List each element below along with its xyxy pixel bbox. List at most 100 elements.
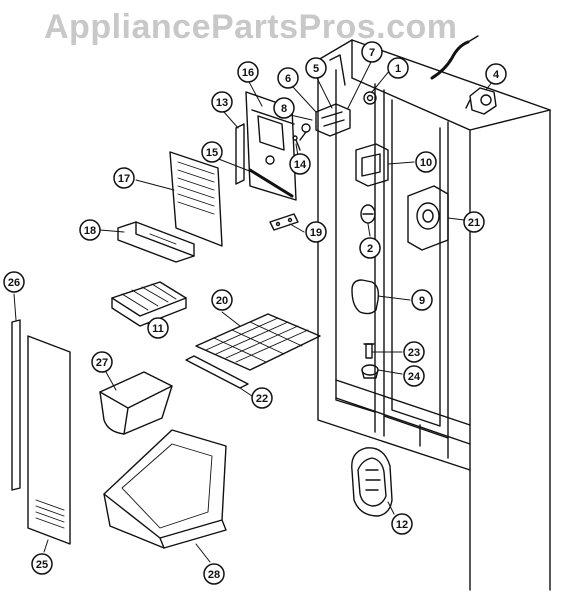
callout-number: 2 [367, 243, 373, 255]
callout-12: 12 [391, 513, 413, 535]
callout-circle [147, 317, 169, 339]
callout-15: 15 [201, 141, 223, 163]
callout-20: 20 [211, 289, 233, 311]
water-valve-part [465, 87, 497, 115]
callout-25: 25 [31, 553, 53, 575]
callout-22: 22 [251, 387, 273, 409]
callout-circle [203, 563, 225, 585]
callout-number: 7 [369, 47, 375, 59]
vertical-strip-part [11, 319, 21, 491]
callout-14: 14 [289, 153, 311, 175]
callout-24: 24 [403, 365, 425, 387]
callout-number: 6 [285, 73, 291, 85]
water-tube-part [430, 35, 479, 80]
callout-circle [305, 57, 327, 79]
fan-housing-part [351, 447, 393, 517]
callout-number: 26 [8, 277, 20, 289]
grommet-part [363, 91, 377, 105]
callout-number: 20 [216, 295, 228, 307]
callout-11: 11 [147, 317, 169, 339]
rod-part [248, 168, 294, 198]
thin-bracket-part [235, 123, 245, 185]
leader-lines [13, 59, 493, 563]
callout-circle [273, 97, 295, 119]
callout-circle [403, 365, 425, 387]
callout-number: 21 [468, 217, 480, 229]
callout-circle [403, 341, 425, 363]
callout-circle [201, 141, 223, 163]
callout-number: 28 [208, 569, 220, 581]
callout-number: 25 [36, 559, 48, 571]
callout-number: 22 [256, 393, 268, 405]
callout-16: 16 [237, 61, 259, 83]
callout-circle [361, 41, 383, 63]
callout-number: 14 [294, 159, 307, 171]
callout-number: 18 [84, 225, 96, 237]
callout-number: 1 [395, 63, 401, 75]
callout-number: 24 [408, 371, 421, 383]
callout-number: 23 [408, 347, 420, 359]
callout-circle [79, 219, 101, 241]
tray-part [117, 221, 195, 263]
rear-panel-part [27, 335, 71, 545]
callout-7: 7 [361, 41, 383, 63]
callout-number: 12 [396, 519, 408, 531]
ice-tray-part [111, 281, 187, 327]
trim-strip-part [185, 355, 249, 389]
grille-cover-part [169, 151, 223, 247]
callout-number: 17 [118, 173, 130, 185]
callout-circle [387, 57, 409, 79]
callout-26: 26 [3, 271, 25, 293]
callout-8: 8 [273, 97, 295, 119]
callout-circle [91, 351, 113, 373]
callout-10: 10 [415, 151, 437, 173]
callout-number: 15 [206, 147, 218, 159]
callout-number: 19 [310, 227, 322, 239]
callout-21: 21 [463, 211, 485, 233]
bracket-cluster-part [299, 103, 351, 141]
callout-13: 13 [211, 91, 233, 113]
cabinet-liner [317, 39, 551, 591]
callout-circle [31, 553, 53, 575]
callout-4: 4 [485, 63, 507, 85]
callout-circle [113, 167, 135, 189]
callout-circle [415, 151, 437, 173]
callout-19: 19 [305, 221, 327, 243]
callout-circle [411, 289, 433, 311]
callout-9: 9 [411, 289, 433, 311]
screw-part [292, 135, 301, 151]
callout-number: 10 [420, 157, 432, 169]
lens-part [351, 279, 380, 315]
callout-17: 17 [113, 167, 135, 189]
callout-number: 4 [493, 69, 500, 81]
callout-1: 1 [387, 57, 409, 79]
callout-number: 11 [152, 323, 164, 335]
callout-number: 5 [313, 63, 319, 75]
callout-circle [3, 271, 25, 293]
callout-circle [277, 67, 299, 89]
callout-circle [485, 63, 507, 85]
housing-part [355, 143, 389, 187]
damper-control-part [407, 185, 449, 251]
callout-circle [211, 91, 233, 113]
callout-2: 2 [359, 237, 381, 259]
callout-circle [463, 211, 485, 233]
callout-6: 6 [277, 67, 299, 89]
callout-27: 27 [91, 351, 113, 373]
callout-18: 18 [79, 219, 101, 241]
callout-circle [305, 221, 327, 243]
callout-circle [211, 289, 233, 311]
callout-circle [237, 61, 259, 83]
callout-number: 27 [96, 357, 108, 369]
small-bin-part [99, 371, 173, 435]
knob-part [360, 204, 376, 224]
bulb-part [363, 343, 375, 359]
callout-28: 28 [203, 563, 225, 585]
callout-number: 13 [216, 97, 228, 109]
callout-number: 8 [281, 103, 287, 115]
callout-circle [359, 237, 381, 259]
large-bin-part [103, 429, 227, 549]
callout-5: 5 [305, 57, 327, 79]
